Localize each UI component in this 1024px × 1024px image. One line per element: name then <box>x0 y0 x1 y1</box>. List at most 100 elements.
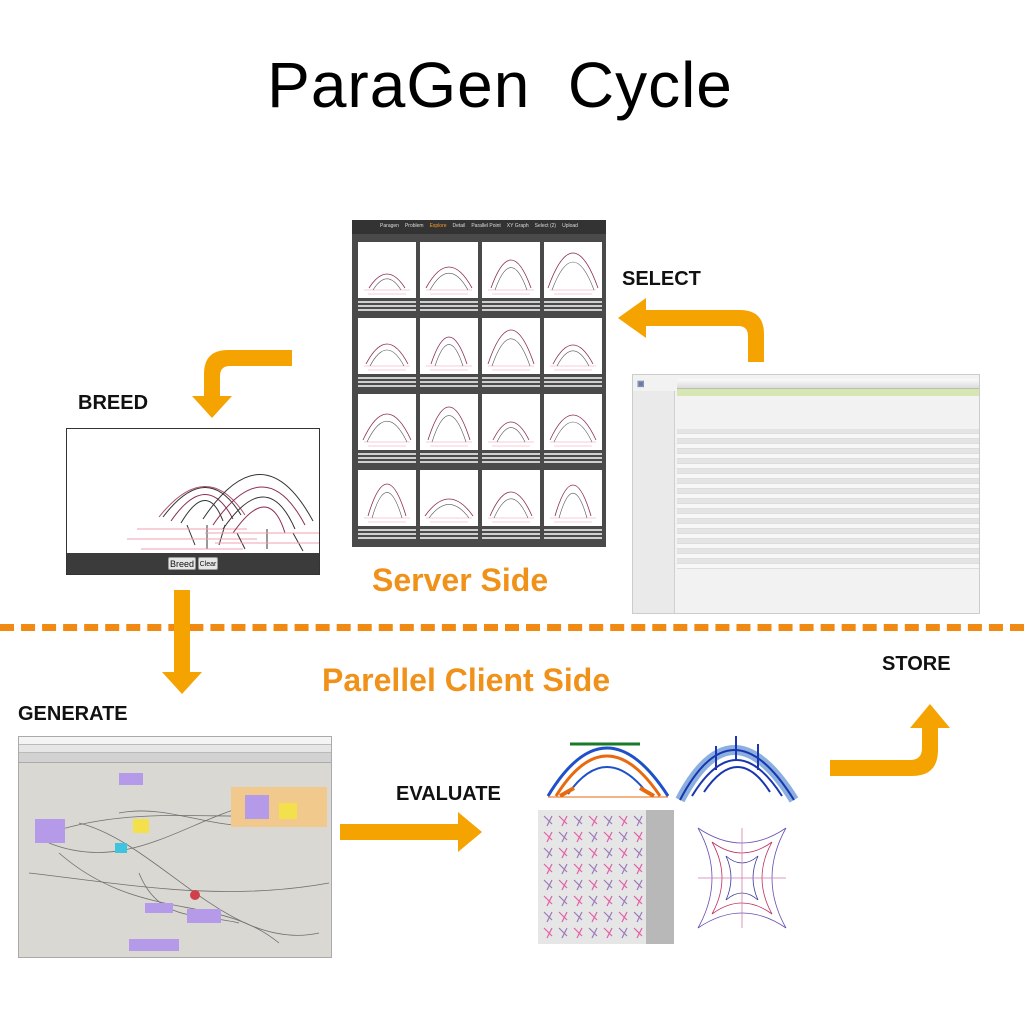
table-row[interactable] <box>677 514 979 519</box>
parent-shell-right <box>202 474 319 552</box>
design-thumbnail[interactable] <box>420 318 478 390</box>
clear-button[interactable]: Clear <box>198 557 218 570</box>
store-label: STORE <box>882 653 951 675</box>
nav-tab-select[interactable]: Select (2) <box>534 223 557 229</box>
design-thumbnail[interactable] <box>358 470 416 542</box>
generate-arrow <box>162 590 202 694</box>
table-row[interactable] <box>677 559 979 564</box>
stress-mark <box>588 895 598 907</box>
nav-tab-problem[interactable]: Problem <box>404 223 424 229</box>
nav-tab-explore[interactable]: Explore <box>429 223 447 229</box>
graph-node <box>129 939 179 951</box>
table-row[interactable] <box>677 439 979 444</box>
table-row[interactable] <box>677 459 979 464</box>
design-thumbnail[interactable] <box>482 394 540 466</box>
table-row[interactable] <box>677 529 979 534</box>
generator-toolbar <box>19 745 331 753</box>
design-thumbnail[interactable] <box>358 394 416 466</box>
table-row[interactable] <box>677 479 979 484</box>
design-caption <box>482 451 540 466</box>
stress-grid-margin <box>646 810 674 944</box>
stress-mark <box>588 879 598 891</box>
stress-mark <box>558 911 568 923</box>
table-row[interactable] <box>677 434 979 439</box>
select-arrow <box>618 298 764 362</box>
design-image <box>420 318 478 374</box>
table-row[interactable] <box>677 524 979 529</box>
design-thumbnail[interactable] <box>544 242 602 314</box>
design-thumbnail[interactable] <box>420 470 478 542</box>
breed-label: BREED <box>78 392 149 414</box>
design-image <box>358 242 416 298</box>
table-row[interactable] <box>677 544 979 549</box>
table-row[interactable] <box>677 454 979 459</box>
design-thumbnail[interactable] <box>544 318 602 390</box>
page-title: ParaGen Cycle <box>267 49 733 121</box>
table-row[interactable] <box>677 474 979 479</box>
design-thumbnail[interactable] <box>482 242 540 314</box>
stress-mark <box>603 895 613 907</box>
table-row[interactable] <box>677 519 979 524</box>
design-thumbnail[interactable] <box>420 242 478 314</box>
table-row[interactable] <box>677 429 979 434</box>
table-row[interactable] <box>677 539 979 544</box>
table-row[interactable] <box>677 504 979 509</box>
design-thumbnail[interactable] <box>482 318 540 390</box>
table-row[interactable] <box>677 494 979 499</box>
breed-arrow <box>192 350 292 418</box>
database-alert <box>677 389 979 396</box>
stress-mark <box>543 831 553 843</box>
stress-mark <box>573 815 583 827</box>
design-thumbnail[interactable] <box>358 242 416 314</box>
stress-mark <box>618 927 628 939</box>
design-caption <box>544 299 602 314</box>
stress-mark <box>543 895 553 907</box>
generator-menu-bar <box>19 737 331 745</box>
table-row[interactable] <box>677 489 979 494</box>
design-thumbnail[interactable] <box>358 318 416 390</box>
table-row[interactable] <box>677 464 979 469</box>
table-row[interactable] <box>677 499 979 504</box>
stress-mark <box>558 831 568 843</box>
stress-mark <box>573 879 583 891</box>
stress-mark <box>573 927 583 939</box>
table-row[interactable] <box>677 469 979 474</box>
design-caption <box>420 375 478 390</box>
nav-tab-parallel-point[interactable]: Parallel Point <box>471 223 501 229</box>
table-row[interactable] <box>677 449 979 454</box>
stress-mark <box>618 863 628 875</box>
stress-mark <box>618 895 628 907</box>
nav-tab-detail[interactable]: Detail <box>452 223 466 229</box>
table-row[interactable] <box>677 509 979 514</box>
stress-mark <box>558 927 568 939</box>
selection-panel: Paragen Problem Explore Detail Parallel … <box>352 220 606 547</box>
stress-mark <box>558 863 568 875</box>
design-thumbnail[interactable] <box>544 470 602 542</box>
stress-mark <box>588 815 598 827</box>
stress-mark <box>633 895 643 907</box>
stress-mark <box>558 895 568 907</box>
selection-nav: Paragen Problem Explore Detail Parallel … <box>352 220 606 234</box>
nav-tab-xy-graph[interactable]: XY Graph <box>506 223 529 229</box>
nav-tab-paragen[interactable]: Paragen <box>380 223 399 229</box>
stress-mark <box>633 863 643 875</box>
design-image <box>544 242 602 298</box>
breed-button[interactable]: Breed <box>168 557 196 570</box>
design-thumbnail[interactable] <box>482 470 540 542</box>
nav-tab-upload[interactable]: Upload <box>562 223 578 229</box>
table-row[interactable] <box>677 484 979 489</box>
table-row[interactable] <box>677 554 979 559</box>
table-row[interactable] <box>677 444 979 449</box>
stress-mark <box>588 927 598 939</box>
design-caption <box>544 451 602 466</box>
design-image <box>358 394 416 450</box>
design-thumbnail[interactable] <box>544 394 602 466</box>
design-image <box>544 470 602 526</box>
design-thumbnail[interactable] <box>420 394 478 466</box>
table-row[interactable] <box>677 564 979 569</box>
table-row[interactable] <box>677 549 979 554</box>
table-row[interactable] <box>677 534 979 539</box>
design-image <box>482 394 540 450</box>
stress-mark <box>543 847 553 859</box>
graph-node <box>245 795 269 819</box>
